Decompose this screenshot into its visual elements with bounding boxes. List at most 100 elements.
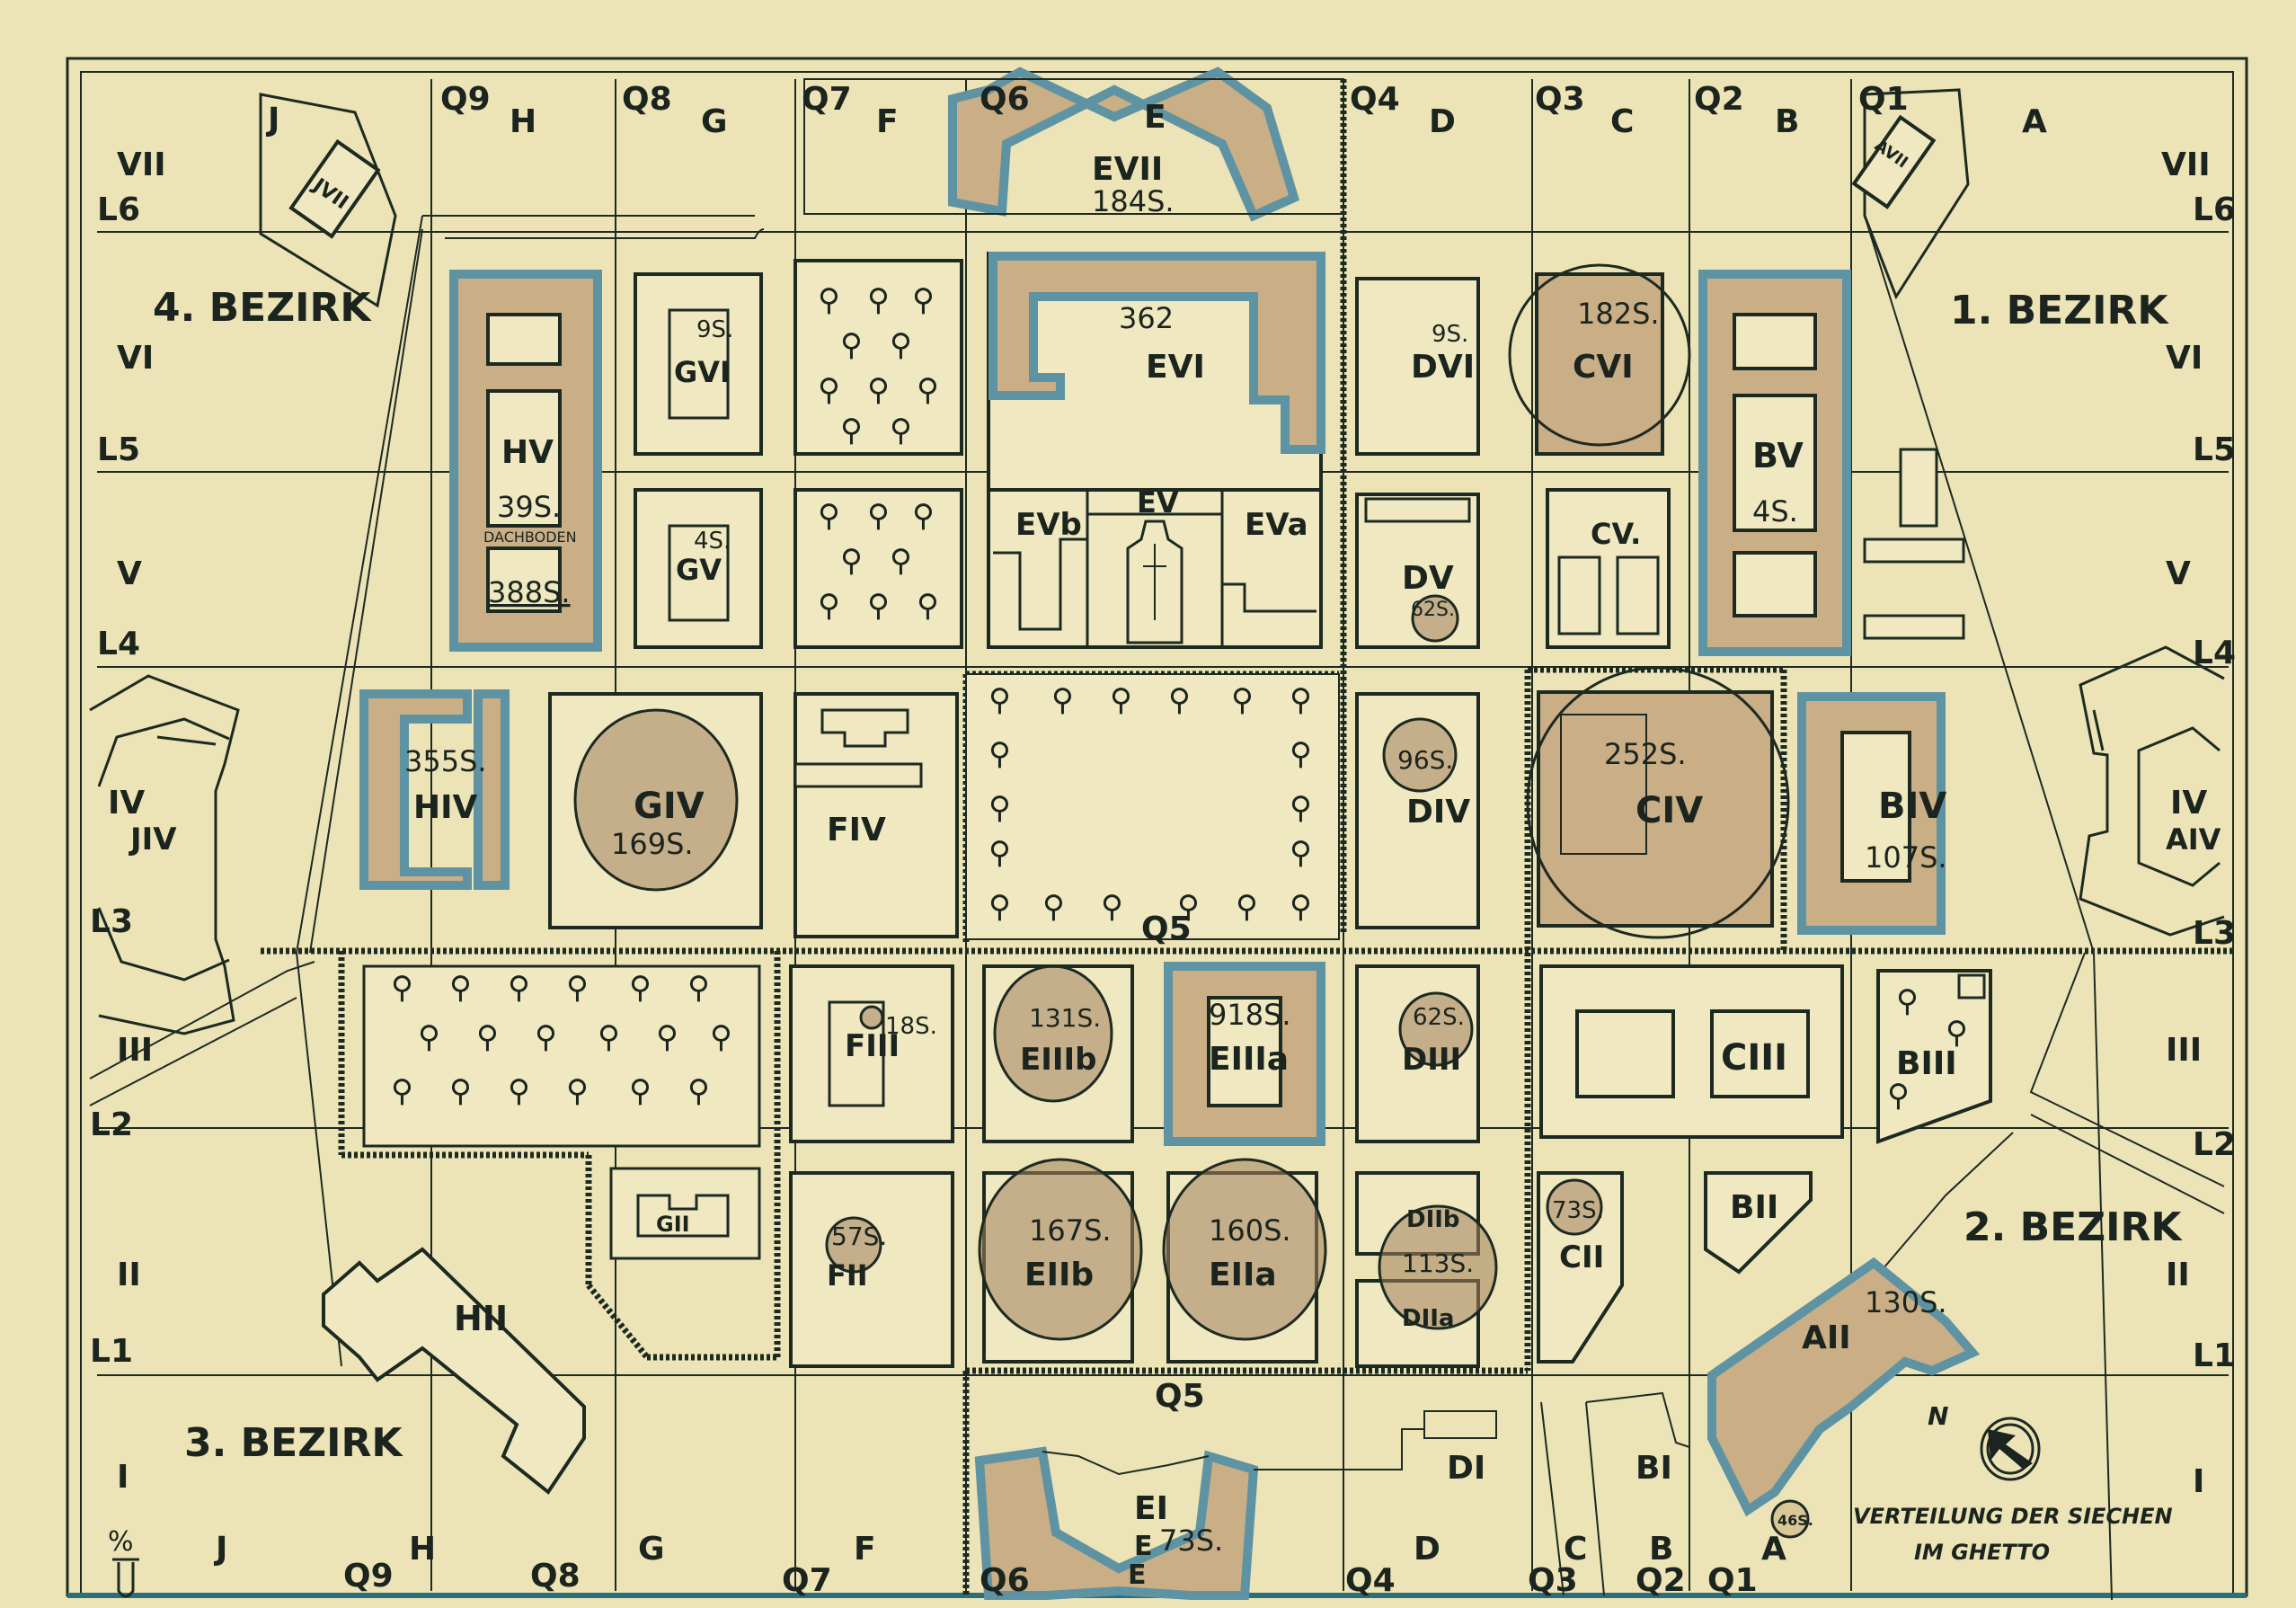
svg-text:II: II — [2166, 1257, 2190, 1293]
svg-text:Q6: Q6 — [980, 81, 1030, 118]
building-EVa[interactable] — [1222, 582, 1316, 613]
svg-text:Q4: Q4 — [1350, 81, 1400, 118]
svg-text:⚲: ⚲ — [988, 736, 1011, 772]
bastion-JIV[interactable] — [89, 674, 240, 1035]
annex — [1364, 497, 1471, 523]
building-CVI[interactable] — [1535, 272, 1664, 456]
svg-text:III: III — [117, 1032, 153, 1069]
svg-text:II: II — [117, 1257, 141, 1293]
svg-text:⚲: ⚲ — [917, 372, 939, 408]
svg-text:G: G — [701, 103, 728, 140]
svg-text:⚲: ⚲ — [1110, 682, 1132, 718]
svg-text:I: I — [117, 1459, 129, 1496]
courtyard — [668, 308, 730, 420]
annex — [1616, 555, 1660, 635]
svg-text:9S.: 9S. — [696, 316, 733, 343]
annex — [1957, 973, 1986, 999]
svg-text:62S.: 62S. — [1411, 599, 1455, 621]
building-GII[interactable] — [636, 1194, 730, 1238]
building-CIII[interactable] — [1710, 1009, 1810, 1098]
svg-text:Q5: Q5 — [1155, 1378, 1205, 1415]
building-BIII[interactable] — [1876, 969, 1992, 1144]
building-HII[interactable] — [322, 1247, 586, 1495]
building-EVI[interactable] — [988, 252, 1325, 454]
grid-labels: J H G F E D C B A Q9 Q8 Q7 Q6 Q4 Q3 Q2 Q… — [90, 81, 2236, 1599]
svg-text:⚲: ⚲ — [1290, 790, 1312, 826]
courtyard — [1840, 731, 1911, 883]
svg-text:V: V — [117, 555, 142, 592]
svg-text:18S.: 18S. — [885, 1013, 937, 1040]
svg-text:96S.: 96S. — [1397, 745, 1453, 775]
building-JVII[interactable] — [288, 138, 381, 239]
svg-text:Q1: Q1 — [1707, 1562, 1758, 1599]
svg-text:V: V — [2166, 555, 2191, 592]
svg-text:CVI: CVI — [1573, 349, 1634, 386]
wing — [474, 689, 510, 890]
svg-text:131S.: 131S. — [1029, 1003, 1101, 1033]
svg-text:⚲: ⚲ — [818, 498, 840, 534]
svg-text:⚲: ⚲ — [1101, 889, 1123, 925]
svg-text:VI: VI — [117, 340, 154, 377]
building-DI[interactable] — [1254, 1410, 1497, 1470]
svg-text:⚲: ⚲ — [818, 588, 840, 624]
corner-mark-label: % — [108, 1526, 134, 1558]
building-BI[interactable] — [1540, 1391, 1690, 1596]
legend-title-line1: VERTEILUNG DER SIECHEN — [1853, 1504, 2173, 1529]
sick-circle-GIV — [573, 708, 739, 892]
svg-text:⚲: ⚲ — [710, 1019, 732, 1055]
svg-text:BII: BII — [1730, 1189, 1778, 1226]
svg-text:⚲: ⚲ — [890, 543, 912, 579]
svg-text:DIIb: DIIb — [1406, 1206, 1460, 1233]
svg-text:Q2: Q2 — [1694, 81, 1744, 118]
svg-text:L2: L2 — [2193, 1126, 2236, 1163]
courtyard — [486, 389, 562, 528]
building-EVb[interactable] — [993, 537, 1087, 631]
svg-text:Q9: Q9 — [440, 81, 491, 118]
bastion-AIV[interactable] — [2079, 645, 2225, 937]
svg-text:L1: L1 — [2193, 1337, 2236, 1374]
svg-text:DIV: DIV — [1406, 794, 1470, 831]
svg-text:L6: L6 — [2193, 191, 2236, 228]
building-BII[interactable] — [1704, 1171, 1813, 1275]
svg-text:⚲: ⚲ — [391, 1073, 413, 1109]
svg-text:⚲: ⚲ — [867, 372, 890, 408]
svg-text:⚲: ⚲ — [840, 413, 863, 449]
svg-text:IV: IV — [108, 785, 145, 822]
svg-text:62S.: 62S. — [1413, 1004, 1465, 1031]
building-AVII[interactable] — [1851, 114, 1937, 209]
svg-text:L1: L1 — [90, 1333, 133, 1370]
svg-text:EV: EV — [1137, 485, 1179, 520]
svg-text:⚲: ⚲ — [988, 889, 1011, 925]
svg-text:⚲: ⚲ — [566, 1073, 589, 1109]
svg-text:⚲: ⚲ — [867, 498, 890, 534]
svg-text:C: C — [1610, 103, 1634, 140]
svg-text:FII: FII — [827, 1258, 868, 1293]
svg-text:A: A — [1761, 1531, 1786, 1568]
building-AII[interactable] — [1707, 1257, 1981, 1517]
svg-text:⚲: ⚲ — [917, 588, 939, 624]
svg-text:107S.: 107S. — [1865, 840, 1947, 875]
svg-text:CV.: CV. — [1591, 517, 1641, 551]
svg-text:B: B — [1775, 103, 1799, 140]
courtyard — [1733, 551, 1817, 617]
svg-text:⚲: ⚲ — [687, 970, 710, 1006]
svg-text:EVII: EVII — [1092, 151, 1163, 188]
svg-text:E: E — [1134, 1531, 1153, 1562]
building-FII[interactable] — [789, 1171, 954, 1368]
park-H-III — [362, 964, 761, 1148]
svg-text:DIIa: DIIa — [1402, 1305, 1454, 1332]
courtyard — [668, 524, 730, 622]
svg-text:⚲: ⚲ — [449, 970, 472, 1006]
annex — [793, 762, 923, 788]
svg-text:⚲: ⚲ — [1051, 682, 1074, 718]
svg-text:252S.: 252S. — [1604, 737, 1687, 771]
svg-text:L2: L2 — [90, 1106, 133, 1143]
building-HIV[interactable] — [359, 689, 472, 890]
svg-text:⚲: ⚲ — [988, 790, 1011, 826]
sick-circle-DIII — [1398, 991, 1474, 1067]
svg-text:73S.: 73S. — [1159, 1524, 1223, 1558]
svg-text:F: F — [876, 103, 899, 140]
building-DVI[interactable] — [1355, 277, 1480, 456]
courtyard — [1207, 996, 1282, 1107]
courtyard — [486, 546, 562, 613]
